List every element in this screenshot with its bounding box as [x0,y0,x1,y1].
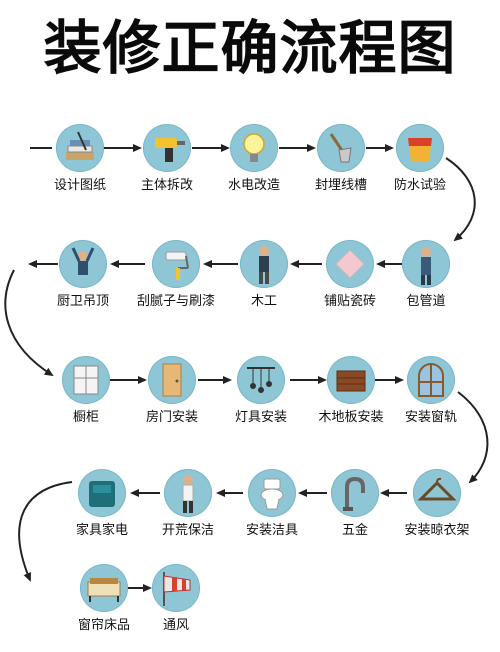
step-pipe-boxing: 包管道 [381,240,471,310]
wood-floor-icon [327,356,375,404]
arrow-curve-r3-r4 [457,391,489,484]
step-ventilation: 通风 [131,564,221,634]
step-design-drawings: 设计图纸 [35,124,125,194]
step-label: 包管道 [406,294,446,309]
step-label: 安装洁具 [245,523,298,538]
bed-icon [80,564,128,612]
step-label: 刮腻子与刷漆 [136,294,215,309]
step-label: 开荒保洁 [161,523,214,538]
step-label: 设计图纸 [53,178,106,193]
appliance-icon [78,469,126,517]
step-wood-floor-install: 木地板安装 [306,356,396,426]
step-waterproof-test: 防水试验 [375,124,465,194]
step-putty-and-paint: 刮腻子与刷漆 [131,240,221,310]
cabinet-icon [62,356,110,404]
hanger-icon [413,469,461,517]
step-seal-channels: 封埋线槽 [296,124,386,194]
step-sanitary-install: 安装洁具 [227,469,317,539]
arrow-curve-r1-r2 [445,157,476,242]
step-kitchen-bath-ceiling: 厨卫吊顶 [38,240,128,310]
step-lighting-install: 灯具安装 [216,356,306,426]
step-door-install: 房门安装 [127,356,217,426]
step-label: 橱柜 [72,410,99,425]
page-title: 装修正确流程图 [43,14,457,82]
arrow-curve-r4-r5 [18,481,73,582]
step-label: 水电改造 [227,178,280,193]
carpenter-icon [240,240,288,288]
paint-roller-icon [152,240,200,288]
design-drawings-icon [56,124,104,172]
step-demolition: 主体拆改 [122,124,212,194]
paint-bucket-icon [396,124,444,172]
shovel-icon [317,124,365,172]
step-label: 铺贴瓷砖 [323,294,376,309]
toilet-icon [248,469,296,517]
step-initial-cleaning: 开荒保洁 [143,469,233,539]
window-icon [407,356,455,404]
step-label: 安装窗轨 [404,410,457,425]
step-label: 厨卫吊顶 [56,294,109,309]
drill-icon [143,124,191,172]
step-label: 房门安装 [145,410,198,425]
step-label: 安装晾衣架 [404,523,470,538]
step-label: 木地板安装 [318,410,384,425]
step-carpentry: 木工 [219,240,309,310]
step-label: 防水试验 [393,178,446,193]
step-curtains-bedding: 窗帘床品 [59,564,149,634]
step-label: 主体拆改 [140,178,193,193]
step-furniture-appliances: 家具家电 [57,469,147,539]
step-label: 木工 [250,294,277,309]
faucet-icon [331,469,379,517]
windsock-icon [152,564,200,612]
step-drying-rack-install: 安装晾衣架 [392,469,482,539]
step-label: 通风 [162,618,189,633]
step-label: 五金 [341,523,368,538]
step-label: 封埋线槽 [314,178,367,193]
step-cabinets: 橱柜 [41,356,131,426]
step-label: 灯具安装 [234,410,287,425]
ceiling-worker-icon [59,240,107,288]
pendant-lights-icon [237,356,285,404]
step-plumbing-electrical: 水电改造 [209,124,299,194]
plumber-worker-icon [402,240,450,288]
tile-icon [326,240,374,288]
arrow-curve-r2-r3 [4,269,54,377]
cleaner-icon [164,469,212,517]
step-window-rail-install: 安装窗轨 [386,356,476,426]
step-label: 窗帘床品 [77,618,130,633]
step-hardware: 五金 [310,469,400,539]
lightbulb-icon [230,124,278,172]
door-icon [148,356,196,404]
step-tiling: 铺贴瓷砖 [305,240,395,310]
step-label: 家具家电 [75,523,128,538]
